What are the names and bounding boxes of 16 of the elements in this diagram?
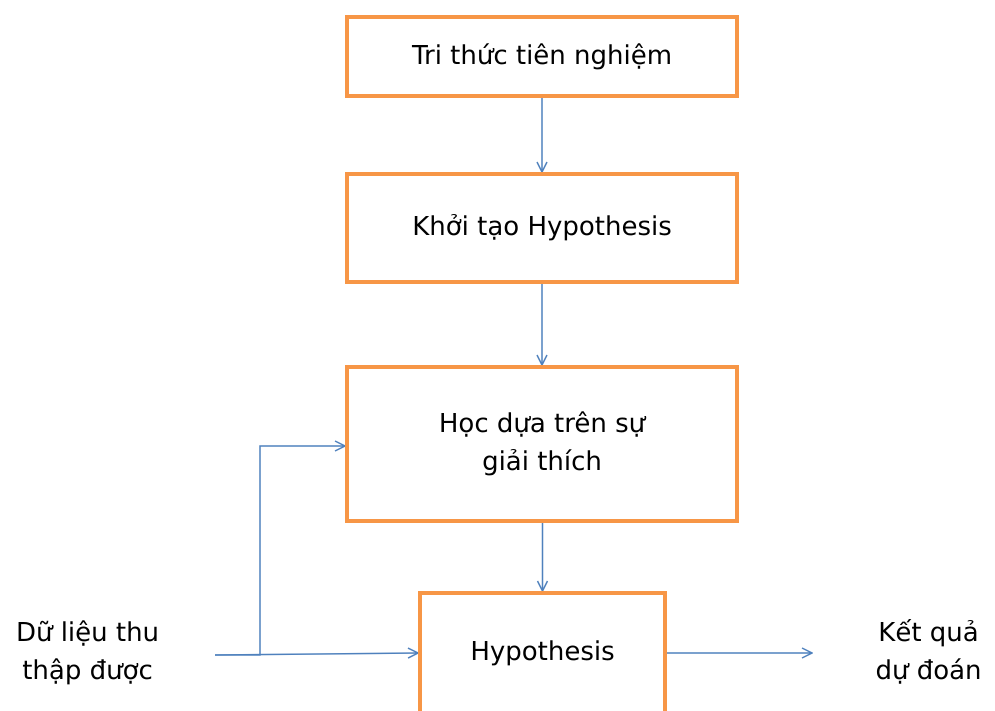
arrow (536, 98, 548, 173)
arrow (215, 647, 419, 659)
arrow (215, 440, 346, 656)
box-label: Tri thức tiên nghiệm (412, 40, 672, 73)
process-box (418, 591, 667, 711)
arrow (536, 523, 548, 592)
box-label: Khởi tạo Hypothesis (412, 211, 672, 244)
process-box (345, 15, 739, 98)
text-label: Dữ liệu thu thập được (14, 617, 160, 688)
process-box (345, 365, 739, 523)
box-label: Hypothesis (470, 636, 615, 670)
arrow (667, 647, 813, 659)
process-box (345, 172, 739, 284)
text-label: Kết quả dự đoán (874, 617, 983, 688)
arrow (536, 284, 548, 366)
box-label: Học dựa trên sự giải thích (438, 408, 648, 479)
